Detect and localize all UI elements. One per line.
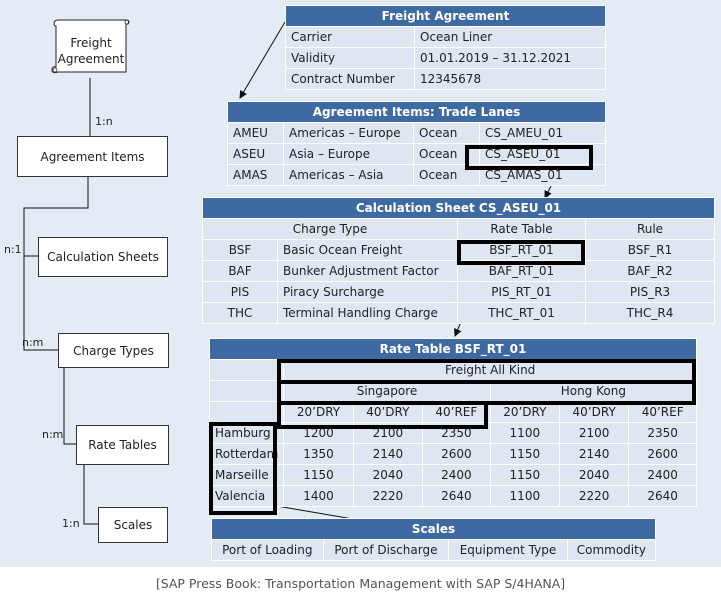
freight-agreement-title: Freight Agreement	[285, 5, 606, 27]
calculation-sheets-node: Calculation Sheets	[38, 237, 168, 277]
scroll-icon	[51, 19, 130, 74]
agreement-items-title: Agreement Items: Trade Lanes	[227, 101, 606, 123]
card-2: n:1	[4, 243, 22, 256]
card-1: 1:n	[95, 115, 113, 128]
figure-caption: [SAP Press Book: Transportation Manageme…	[0, 567, 721, 601]
location-singapore: Singapore	[283, 380, 491, 402]
link-items-sheets	[23, 177, 89, 257]
agreement-items-node: Agreement Items	[17, 136, 168, 177]
link-charge-rate	[63, 366, 76, 445]
highlight-ports	[209, 422, 277, 515]
card-5: 1:n	[62, 517, 80, 530]
rate-tables-node: Rate Tables	[76, 425, 169, 465]
diagram-canvas: Freight Agreement 1:n Agreement Items n:…	[0, 0, 721, 567]
card-3: n:m	[22, 336, 44, 349]
calculation-sheet-table: Calculation Sheet CS_ASEU_01 Charge Type…	[202, 197, 715, 324]
card-4: n:m	[42, 428, 64, 441]
charge-types-node: Charge Types	[58, 333, 169, 368]
rate-table-title: Rate Table BSF_RT_01	[209, 338, 697, 360]
scales-title: Scales	[211, 518, 656, 540]
freight-agreement-node: Freight Agreement	[57, 36, 125, 66]
arrow-agreement-items	[239, 21, 286, 99]
highlight-equipment	[277, 401, 488, 429]
link-sheets-charge	[23, 256, 58, 351]
calculation-sheet-title: Calculation Sheet CS_ASEU_01	[202, 197, 715, 219]
highlight-bsf-rt	[457, 240, 585, 265]
link-rate-scales	[83, 465, 98, 525]
scales-node: Scales	[98, 507, 168, 543]
highlight-cs-aseu	[465, 145, 593, 170]
